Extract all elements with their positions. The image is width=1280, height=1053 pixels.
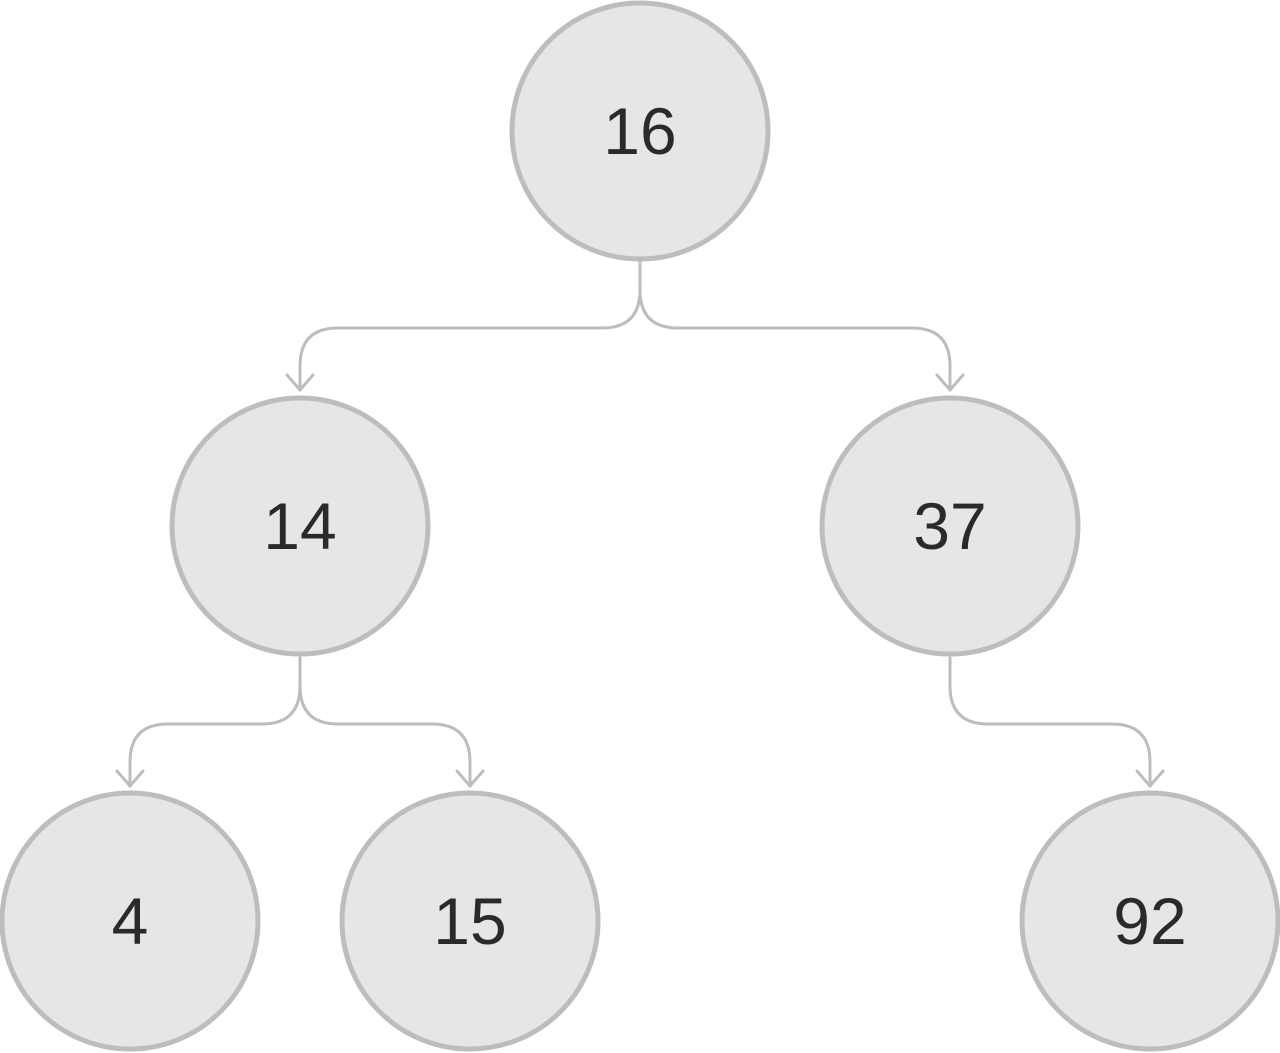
edge-14-to-4 xyxy=(115,656,302,788)
tree-node-root: 16 xyxy=(509,0,771,262)
node-label: 4 xyxy=(112,884,149,958)
edge-16-to-14 xyxy=(285,260,642,392)
tree-node-left-right-leaf: 15 xyxy=(339,790,601,1052)
node-circle xyxy=(819,395,1081,657)
edge-14-to-15 xyxy=(298,656,485,788)
node-label: 37 xyxy=(913,489,986,563)
edge-37-to-92 xyxy=(948,656,1165,788)
edge-16-to-37 xyxy=(638,260,965,392)
tree-node-left-child: 14 xyxy=(169,395,431,657)
node-label: 92 xyxy=(1113,884,1186,958)
node-circle xyxy=(0,790,261,1052)
node-label: 16 xyxy=(603,94,676,168)
node-circle xyxy=(339,790,601,1052)
tree-node-right-child: 37 xyxy=(819,395,1081,657)
node-circle xyxy=(1019,790,1280,1052)
node-label: 15 xyxy=(433,884,506,958)
tree-node-right-right-leaf: 92 xyxy=(1019,790,1280,1052)
node-label: 14 xyxy=(263,489,336,563)
edges-layer xyxy=(115,260,1165,788)
node-circle xyxy=(509,0,771,262)
node-circle xyxy=(169,395,431,657)
tree-node-left-left-leaf: 4 xyxy=(0,790,261,1052)
